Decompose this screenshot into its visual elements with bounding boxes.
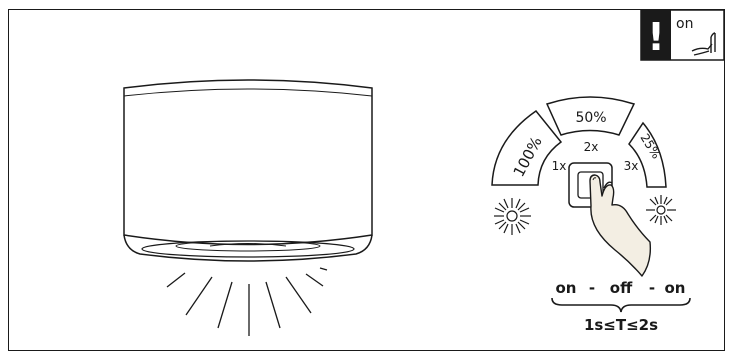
dimmer-segments: [491, 96, 667, 188]
level-100-segment: [491, 109, 563, 186]
press-count-2x: 2x: [584, 140, 599, 154]
sequence-on-1: on: [556, 279, 577, 297]
sequence-brace: [551, 297, 691, 313]
sequence-dash-2: -: [649, 279, 655, 297]
light-rays: [166, 267, 328, 336]
light-burst-right-icon: [646, 195, 676, 225]
luminaire: [123, 79, 373, 262]
level-50-label: 50%: [575, 110, 606, 126]
warning-bar: [641, 10, 671, 60]
sequence-on-2: on: [665, 279, 686, 297]
warning-on-label: on: [676, 16, 693, 32]
diagram-border: [8, 9, 725, 351]
luminaire-bezel: [123, 234, 373, 262]
press-count-1x: 1x: [552, 159, 567, 173]
switch-hand-icon: [691, 32, 716, 56]
light-burst-left-icon: [494, 198, 531, 235]
hand-icon: [589, 174, 652, 277]
press-count-3x: 3x: [624, 159, 639, 173]
sequence-dash-1: -: [589, 279, 595, 297]
warning-exclamation: !: [647, 15, 664, 59]
luminaire-body: [123, 79, 373, 246]
sequence-row: on - off - on: [556, 279, 686, 297]
level-25-segment: [628, 121, 667, 188]
sequence-off: off: [610, 279, 633, 297]
warning-box: ! on: [640, 9, 725, 61]
level-50-segment: [545, 96, 636, 136]
timing-label: 1s≤T≤2s: [584, 316, 658, 334]
